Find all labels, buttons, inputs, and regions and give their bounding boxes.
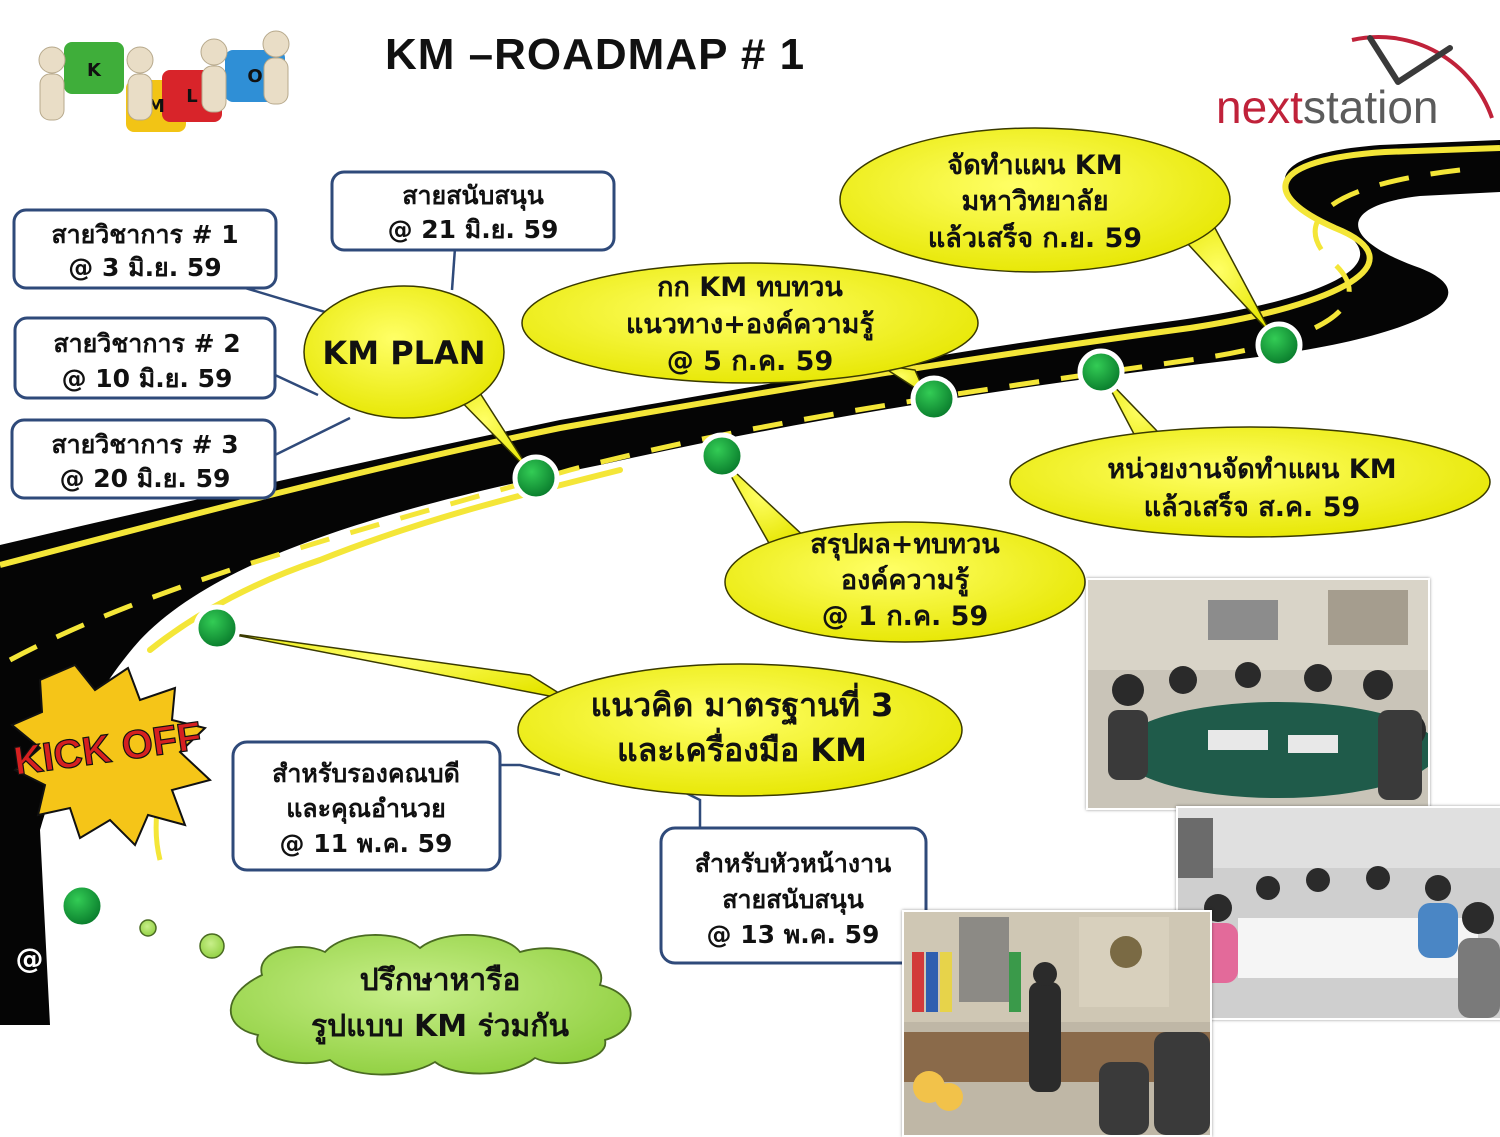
consult-cloud — [139, 919, 632, 1076]
academic2-label: สายวิชาการ # 2 — [53, 329, 240, 358]
heads-line1: สำหรับหัวหน้างาน — [695, 849, 892, 878]
summary-line1: สรุปผล+ทบทวน — [810, 529, 1000, 561]
milestone-dot-review — [910, 375, 958, 423]
bubble-university-plan — [839, 127, 1231, 273]
deputy-line1: สำหรับรองคณบดี — [272, 759, 460, 788]
puzzle-letter-l: L — [186, 86, 197, 107]
consult-line1: ปรึกษาหารือ — [360, 963, 521, 998]
academic1-label: สายวิชาการ # 1 — [51, 220, 238, 249]
bubble-concept — [517, 663, 963, 797]
milestone-dot-km-plan — [512, 454, 560, 502]
unit-plan-line1: หน่วยงานจัดทำแผน KM — [1107, 454, 1396, 485]
kickoff-date-line1: @ 14 มี.ค. — [16, 942, 161, 975]
kickoff-starburst — [10, 663, 213, 847]
support-label: สายสนับสนุน — [402, 181, 544, 212]
emblem-arc — [1351, 35, 1494, 119]
consult-line2: รูปแบบ KM ร่วมกัน — [311, 1009, 569, 1045]
box-heads — [659, 826, 928, 965]
concept-line2: และเครื่องมือ KM — [617, 727, 867, 769]
bubble-review — [521, 262, 979, 384]
summary-line2: องค์ความรู้ — [841, 564, 970, 597]
connector-academic3 — [274, 416, 351, 457]
cloud-shape — [230, 933, 632, 1076]
bubble-summary — [724, 521, 1086, 643]
road-edge-line-top — [0, 145, 1500, 568]
review-line2: แนวทาง+องค์ความรู้ — [626, 308, 874, 341]
review-line1: กก KM ทบทวน — [657, 272, 843, 303]
label-boxes — [10, 170, 928, 965]
meeting-photo-1-art — [1088, 580, 1428, 800]
deputy-line2: และคุณอำนวย — [286, 794, 446, 825]
brand-part-station: station — [1302, 81, 1439, 133]
milestone-dot-university-plan — [1255, 321, 1303, 369]
puzzle-letter-k: K — [87, 60, 102, 81]
review-date: @ 5 ก.ค. 59 — [667, 346, 833, 377]
connector-support — [450, 247, 457, 291]
kickoff-badge: KICK OFF — [10, 663, 213, 847]
road-surface — [0, 140, 1500, 1025]
box-academic2 — [13, 316, 277, 400]
academic2-date: @ 10 มิ.ย. 59 — [62, 364, 233, 393]
heads-date: @ 13 พ.ค. 59 — [707, 920, 880, 949]
milestone-dots — [58, 321, 1303, 930]
summary-date: @ 1 ก.ค. 59 — [822, 601, 988, 632]
milestone-dot-kickoff — [58, 882, 106, 930]
university-plan-line2: มหาวิทยาลัย — [961, 186, 1108, 217]
bubble-unit-plan — [1009, 426, 1491, 538]
box-deputy — [231, 740, 502, 872]
milestone-dot-unit-plan — [1077, 348, 1125, 396]
box-support — [330, 170, 616, 252]
cloud-tail-dot-large — [199, 933, 225, 959]
puzzle-figures — [38, 30, 290, 121]
km-plan-label: KM PLAN — [322, 334, 485, 372]
meeting-photo-1 — [1086, 578, 1430, 810]
milestone-dot-summary — [698, 432, 746, 480]
emblem-clock-hands — [1367, 35, 1453, 85]
tail-concept — [219, 631, 571, 701]
university-plan-line3: แล้วเสร็จ ก.ย. 59 — [928, 220, 1142, 254]
university-plan-line1: จัดทำแผน KM — [947, 150, 1122, 181]
box-academic3 — [10, 418, 277, 500]
connector-academic2 — [274, 373, 319, 397]
milestone-dot-concept — [193, 604, 241, 652]
heads-line2: สายสนับสนุน — [722, 885, 864, 916]
support-date: @ 21 มิ.ย. 59 — [388, 215, 559, 244]
box-academic1 — [12, 208, 278, 290]
concept-line1: แนวคิด มาตรฐานที่ 3 — [591, 682, 894, 726]
brand-logo: nextstation — [1216, 80, 1438, 134]
nextstation-emblem — [1351, 35, 1494, 119]
academic3-date: @ 20 มิ.ย. 59 — [60, 464, 231, 493]
page-title: KM –ROADMAP # 1 — [385, 30, 806, 79]
meeting-photo-2-art — [1178, 808, 1500, 1018]
bubble-km-plan — [303, 285, 505, 419]
km-puzzle-logo: K M L O — [38, 30, 290, 132]
academic1-date: @ 3 มิ.ย. 59 — [68, 253, 221, 282]
brand-part-next: next — [1216, 81, 1303, 133]
meeting-photo-2 — [1176, 806, 1500, 1020]
road-center-dash — [8, 167, 1461, 663]
meeting-photo-3-art — [904, 912, 1210, 1135]
cloud-tail-dot-small — [139, 919, 157, 937]
puzzle-letter-o: O — [247, 66, 262, 87]
academic3-label: สายวิชาการ # 3 — [51, 430, 238, 459]
deputy-date: @ 11 พ.ค. 59 — [280, 829, 453, 858]
meeting-photo-3 — [902, 910, 1212, 1137]
yellow-bubbles — [303, 127, 1491, 797]
unit-plan-line2: แล้วเสร็จ ส.ค. 59 — [1144, 489, 1361, 523]
kickoff-date-line2: 59 — [69, 980, 108, 1013]
puzzle-piece-k — [64, 42, 124, 94]
